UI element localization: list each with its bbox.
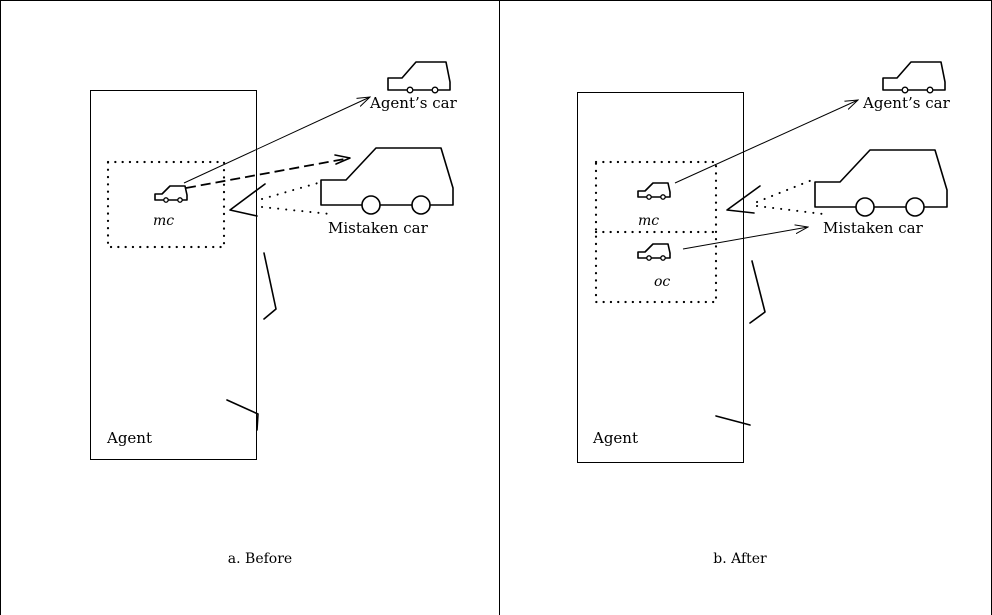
sight-line-lower	[262, 207, 330, 214]
agent-label: Agent	[106, 429, 152, 447]
mc-car-icon	[155, 186, 187, 202]
mistaken-car-icon	[815, 150, 947, 216]
mc-car-icon	[638, 183, 670, 199]
sight-line-upper	[262, 183, 318, 199]
agents-car-label: Agent’s car	[369, 94, 458, 112]
sight-line-lower	[757, 206, 823, 214]
mistaken-car-icon	[321, 148, 453, 214]
agent-mark-2	[716, 416, 750, 425]
agents-car-icon	[388, 62, 450, 93]
reference-arrow-agents-car	[184, 97, 370, 183]
mistaken-car-label: Mistaken car	[823, 219, 924, 237]
agents-car-label: Agent’s car	[862, 94, 951, 112]
eye-icon	[230, 184, 265, 216]
reference-arrow-agents-car	[675, 100, 858, 183]
agent-mark-1	[264, 253, 276, 319]
concept-label-mc: mc	[153, 213, 174, 229]
panel-before: Agent mc Agent’s car Mistaken car a. Bef…	[91, 62, 458, 567]
agents-car-icon	[883, 62, 945, 93]
sight-line-upper	[757, 180, 812, 202]
agent-box	[91, 91, 257, 460]
reference-arrow-mistaken-car	[683, 227, 808, 249]
agent-label: Agent	[592, 429, 638, 447]
panel-caption: a. Before	[228, 551, 292, 567]
agent-mark-2	[227, 400, 258, 430]
oc-car-icon	[638, 244, 670, 260]
concept-frame	[108, 162, 224, 247]
agent-mark-1	[750, 261, 765, 323]
concept-label-oc: oc	[654, 274, 670, 290]
mistaken-car-label: Mistaken car	[328, 219, 429, 237]
concept-label-mc: mc	[638, 213, 659, 229]
panel-caption: b. After	[713, 551, 767, 567]
panel-after: Agent mc oc Agent’s car Mistaken car b. …	[578, 62, 951, 567]
